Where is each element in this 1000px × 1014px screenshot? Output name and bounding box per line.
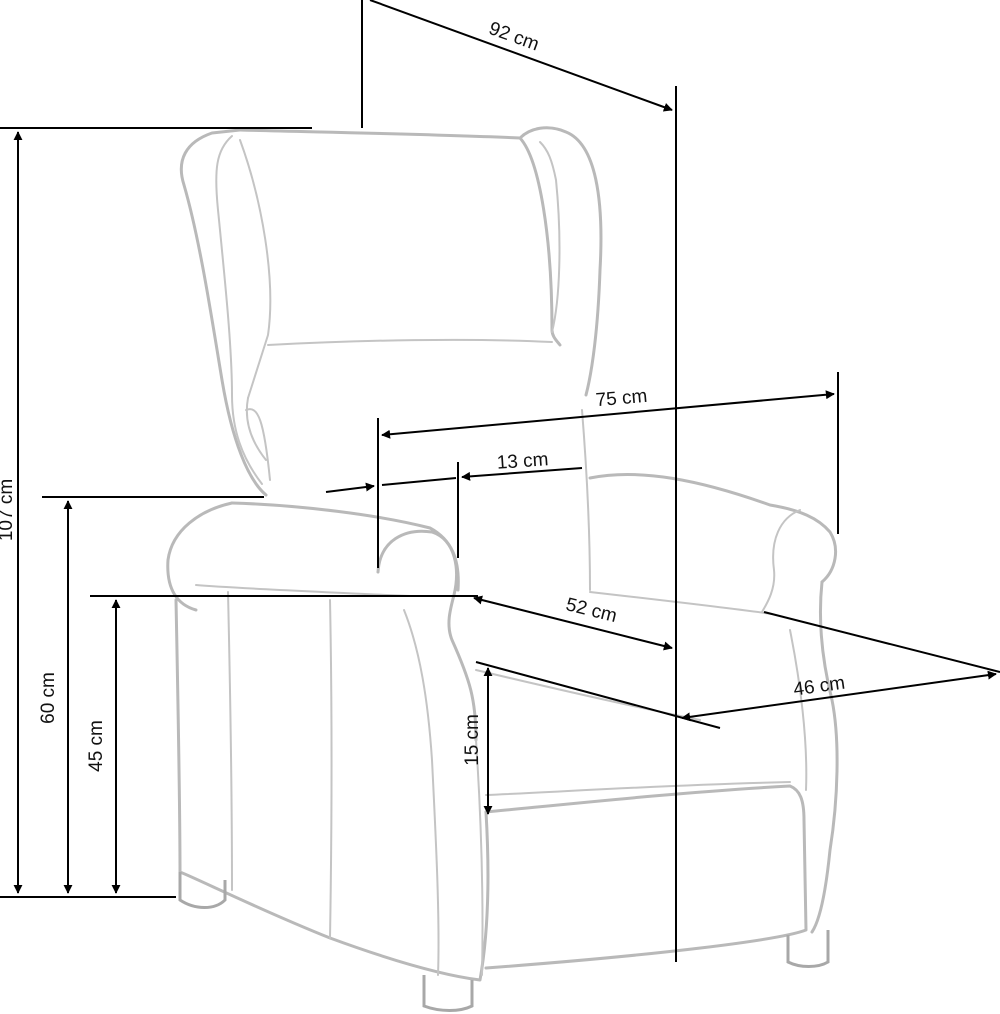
backrest-seam [267,338,553,346]
left-wing [179,128,268,497]
label-seat-height: 45 cm [86,720,107,772]
ref-line-seat-back [763,611,1000,673]
right-back-side [789,629,808,791]
front-panel-top [485,781,791,796]
left-side-panel [174,598,490,982]
left-armrest-front [166,501,234,612]
dim-arrow-seat-depth [473,595,673,651]
left-arm-scroll [376,529,478,742]
left-side-seam-2 [329,599,333,939]
right-arm-side [810,580,839,934]
dimension-lines [0,0,1000,962]
dim-arrow-depth-total [369,0,673,112]
dim-arrow-arm-left [325,482,375,493]
back-lower [245,397,271,481]
label-cushion-thickness: 15 cm [462,714,483,766]
label-armrest-width: 13 cm [496,449,549,474]
left-side-front [403,609,440,976]
backrest-left-edge [239,139,272,399]
dim-arrow-width-total [381,390,835,439]
label-width-total: 75 cm [595,386,648,411]
ref-line-seat-front [475,661,721,729]
label-depth-total: 92 cm [486,18,542,55]
left-side-seam-1 [227,591,233,891]
leg-front-right [786,930,830,968]
label-height-total: 107 cm [0,479,17,541]
label-armrest-height: 60 cm [38,672,59,724]
back-lower-right [581,409,591,591]
left-armrest-top [195,584,411,597]
right-wing-inner [539,141,561,333]
seat-top-right [589,591,773,615]
backrest [238,128,562,347]
leg-back-left [178,872,227,909]
left-wing-inner [215,135,263,485]
leg-front-left [422,975,474,1012]
dim-arrow-arm-right [461,467,583,481]
right-armrest-scroll [761,509,801,613]
dimension-labels: 92 cm 107 cm 60 cm 45 cm 75 cm 13 cm 52 … [0,18,846,772]
dim-arrow-seat-width [681,670,997,722]
front-panel [484,784,808,970]
left-armrest [230,501,460,592]
left-side-inner [475,739,484,976]
recliner-chair-outline [166,126,839,1012]
right-armrest [588,473,838,584]
right-wing [518,126,603,397]
dim-arm-between [381,477,457,486]
